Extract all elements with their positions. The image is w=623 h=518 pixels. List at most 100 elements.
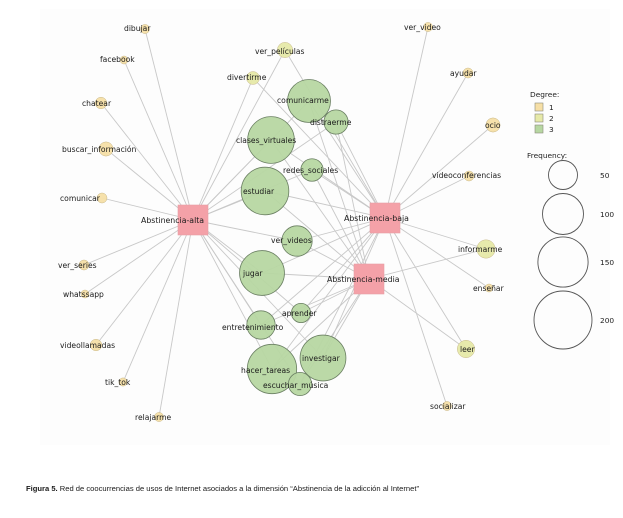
node-circle[interactable] (463, 170, 475, 182)
node-circle[interactable] (240, 166, 290, 216)
node-circle[interactable] (80, 289, 90, 299)
legend-degree-label: 2 (549, 114, 554, 123)
node-label: informarme (458, 245, 503, 254)
node-label: entretenimiento (222, 323, 284, 332)
edge (158, 219, 194, 418)
node-label: escuchar_música (263, 381, 328, 390)
node-label: ocio (485, 121, 501, 130)
edge (300, 217, 386, 314)
node-label: ayudar (450, 69, 477, 78)
category-label: Abstinencia-baja (344, 214, 409, 223)
node-circle[interactable] (457, 340, 475, 358)
node-circle[interactable] (118, 377, 128, 387)
legend-frequency-circle (542, 193, 584, 235)
node-circle[interactable] (246, 343, 298, 395)
legend-frequency-label: 50 (600, 171, 610, 180)
category-node[interactable] (177, 204, 209, 236)
edge (123, 59, 194, 221)
node-label: tik_tok (105, 378, 131, 387)
nodes-layer (78, 22, 501, 422)
node-circle[interactable] (277, 42, 293, 58)
node-circle[interactable] (300, 158, 324, 182)
node-circle[interactable] (485, 117, 501, 133)
node-circle[interactable] (246, 310, 276, 340)
node-circle[interactable] (423, 22, 433, 32)
labels-layer: dibujar facebook chatear buscar_información… (58, 23, 505, 422)
edge (192, 77, 254, 221)
node-circle[interactable] (484, 283, 494, 293)
node-label: comunicarme (277, 96, 329, 105)
node-label: redes_sociales (283, 166, 338, 175)
category-node[interactable] (369, 202, 401, 234)
node-circle[interactable] (290, 302, 312, 324)
node-circle[interactable] (94, 96, 108, 110)
node-label: clases_virtuales (236, 136, 296, 145)
node-label: leer (460, 345, 475, 354)
edge (335, 121, 370, 280)
node-label: facebook (100, 55, 135, 64)
caption-label: Figura 5. (26, 484, 58, 493)
node-label: chatear (82, 99, 112, 108)
node-circle[interactable] (323, 109, 349, 135)
node-label: dibujar (124, 24, 151, 33)
node-circle[interactable] (281, 225, 313, 257)
edge (384, 124, 494, 219)
edge (384, 217, 490, 289)
node-label: distraerme (310, 118, 352, 127)
node-circle[interactable] (78, 259, 90, 271)
node-circle[interactable] (154, 412, 164, 422)
figure-caption: Figura 5. Red de coocurrencias de usos d… (26, 484, 419, 493)
node-circle[interactable] (96, 192, 108, 204)
legend-degree-swatch (534, 124, 544, 134)
node-label: investigar (302, 354, 341, 363)
node-circle[interactable] (247, 116, 295, 164)
node-label: ver_video (404, 23, 441, 32)
node-label: aprender (282, 309, 317, 318)
legend-frequency-circle (533, 290, 593, 350)
node-circle[interactable] (299, 334, 347, 382)
node-label: whatssapp (63, 290, 104, 299)
node-circle[interactable] (288, 372, 312, 396)
node-circle[interactable] (287, 79, 331, 123)
node-circle[interactable] (476, 239, 496, 259)
edge (83, 219, 194, 266)
node-label: videollamadas (60, 341, 115, 350)
node-circle[interactable] (442, 401, 452, 411)
edge (368, 248, 487, 280)
node-circle[interactable] (246, 71, 260, 85)
node-label: videoconferencias (432, 171, 501, 180)
node-label: ver_películas (255, 47, 305, 56)
category-label: Abstinencia-media (327, 275, 400, 284)
category-label: Abstinencia-alta (141, 216, 204, 225)
edge (144, 28, 194, 221)
edge (270, 139, 370, 280)
node-label: socializar (430, 402, 466, 411)
category-nodes-layer (177, 202, 401, 295)
node-label: buscar_información (62, 145, 137, 154)
node-label: estudiar (243, 187, 275, 196)
node-circle[interactable] (89, 338, 103, 352)
node-label: hacer_tareas (241, 366, 290, 375)
legend-degree-swatch (534, 102, 544, 112)
node-label: ver_series (58, 261, 97, 270)
legend-degree-title: Degree: (530, 90, 559, 99)
edge (384, 72, 469, 219)
node-circle[interactable] (140, 24, 150, 34)
category-node[interactable] (353, 263, 385, 295)
node-circle[interactable] (119, 55, 129, 65)
node-circle[interactable] (239, 250, 285, 296)
edge (95, 219, 194, 346)
edge (368, 278, 467, 350)
edge (311, 169, 370, 280)
legend-frequency-title: Frequency: (527, 151, 567, 160)
legend-degree-label: 1 (549, 103, 554, 112)
node-label: comunicar (60, 194, 101, 203)
caption-text: Red de coocurrencias de usos de Internet… (57, 484, 419, 493)
legend-frequency-circle (548, 160, 578, 190)
edge (252, 77, 386, 219)
node-circle[interactable] (98, 141, 114, 157)
node-circle[interactable] (462, 67, 474, 79)
